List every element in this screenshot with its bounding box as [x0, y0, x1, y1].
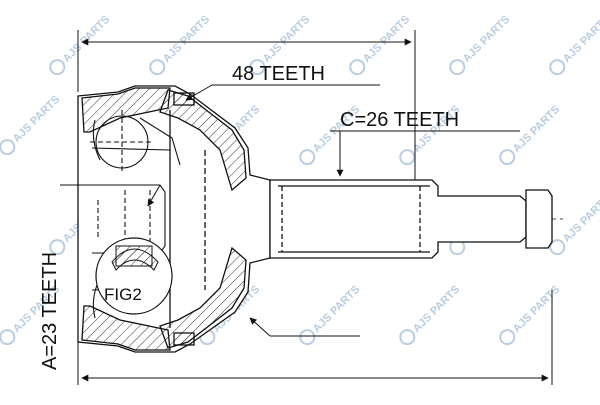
- svg-text:AJS PARTS: AJS PARTS: [261, 13, 313, 65]
- dimension-lines: [77, 30, 553, 385]
- watermark-logo: AJS PARTS: [499, 103, 563, 166]
- svg-text:AJS PARTS: AJS PARTS: [311, 283, 363, 335]
- inner-splines-label: A=23 TEETH: [39, 252, 61, 370]
- watermark-logo: AJS PARTS: [549, 13, 600, 76]
- fig2-detail: [95, 237, 173, 315]
- svg-text:AJS PARTS: AJS PARTS: [361, 13, 413, 65]
- svg-text:AJS PARTS: AJS PARTS: [511, 103, 563, 155]
- leader-lines: [60, 84, 520, 337]
- svg-text:AJS PARTS: AJS PARTS: [461, 13, 513, 65]
- output-shaft: [269, 179, 553, 259]
- svg-text:AJS PARTS: AJS PARTS: [561, 193, 600, 245]
- svg-text:AJS PARTS: AJS PARTS: [561, 13, 600, 65]
- watermark-logo: AJS PARTS: [0, 93, 63, 156]
- svg-text:AJS PARTS: AJS PARTS: [61, 13, 113, 65]
- svg-text:AJS PARTS: AJS PARTS: [161, 13, 213, 65]
- watermark-logo: AJS PARTS: [149, 13, 213, 76]
- watermark-logo: AJS PARTS: [399, 283, 463, 346]
- watermark-logo: AJS PARTS: [49, 13, 113, 76]
- shaft-splines-label: C=26 TEETH: [340, 109, 459, 131]
- watermark-logo: AJS PARTS: [299, 283, 363, 346]
- ball-top: [90, 110, 181, 174]
- svg-text:AJS PARTS: AJS PARTS: [11, 93, 63, 145]
- watermark-logo: AJS PARTS: [449, 13, 513, 76]
- figure-label: FIG2: [104, 285, 142, 304]
- outer-splines-label: 48 TEETH: [232, 63, 325, 85]
- watermark-logo: AJS PARTS: [549, 193, 600, 256]
- watermark-logo: AJS PARTS: [349, 13, 413, 76]
- svg-text:AJS PARTS: AJS PARTS: [411, 283, 463, 335]
- svg-text:AJS PARTS: AJS PARTS: [511, 283, 563, 335]
- watermark-logo: AJS PARTS: [499, 283, 563, 346]
